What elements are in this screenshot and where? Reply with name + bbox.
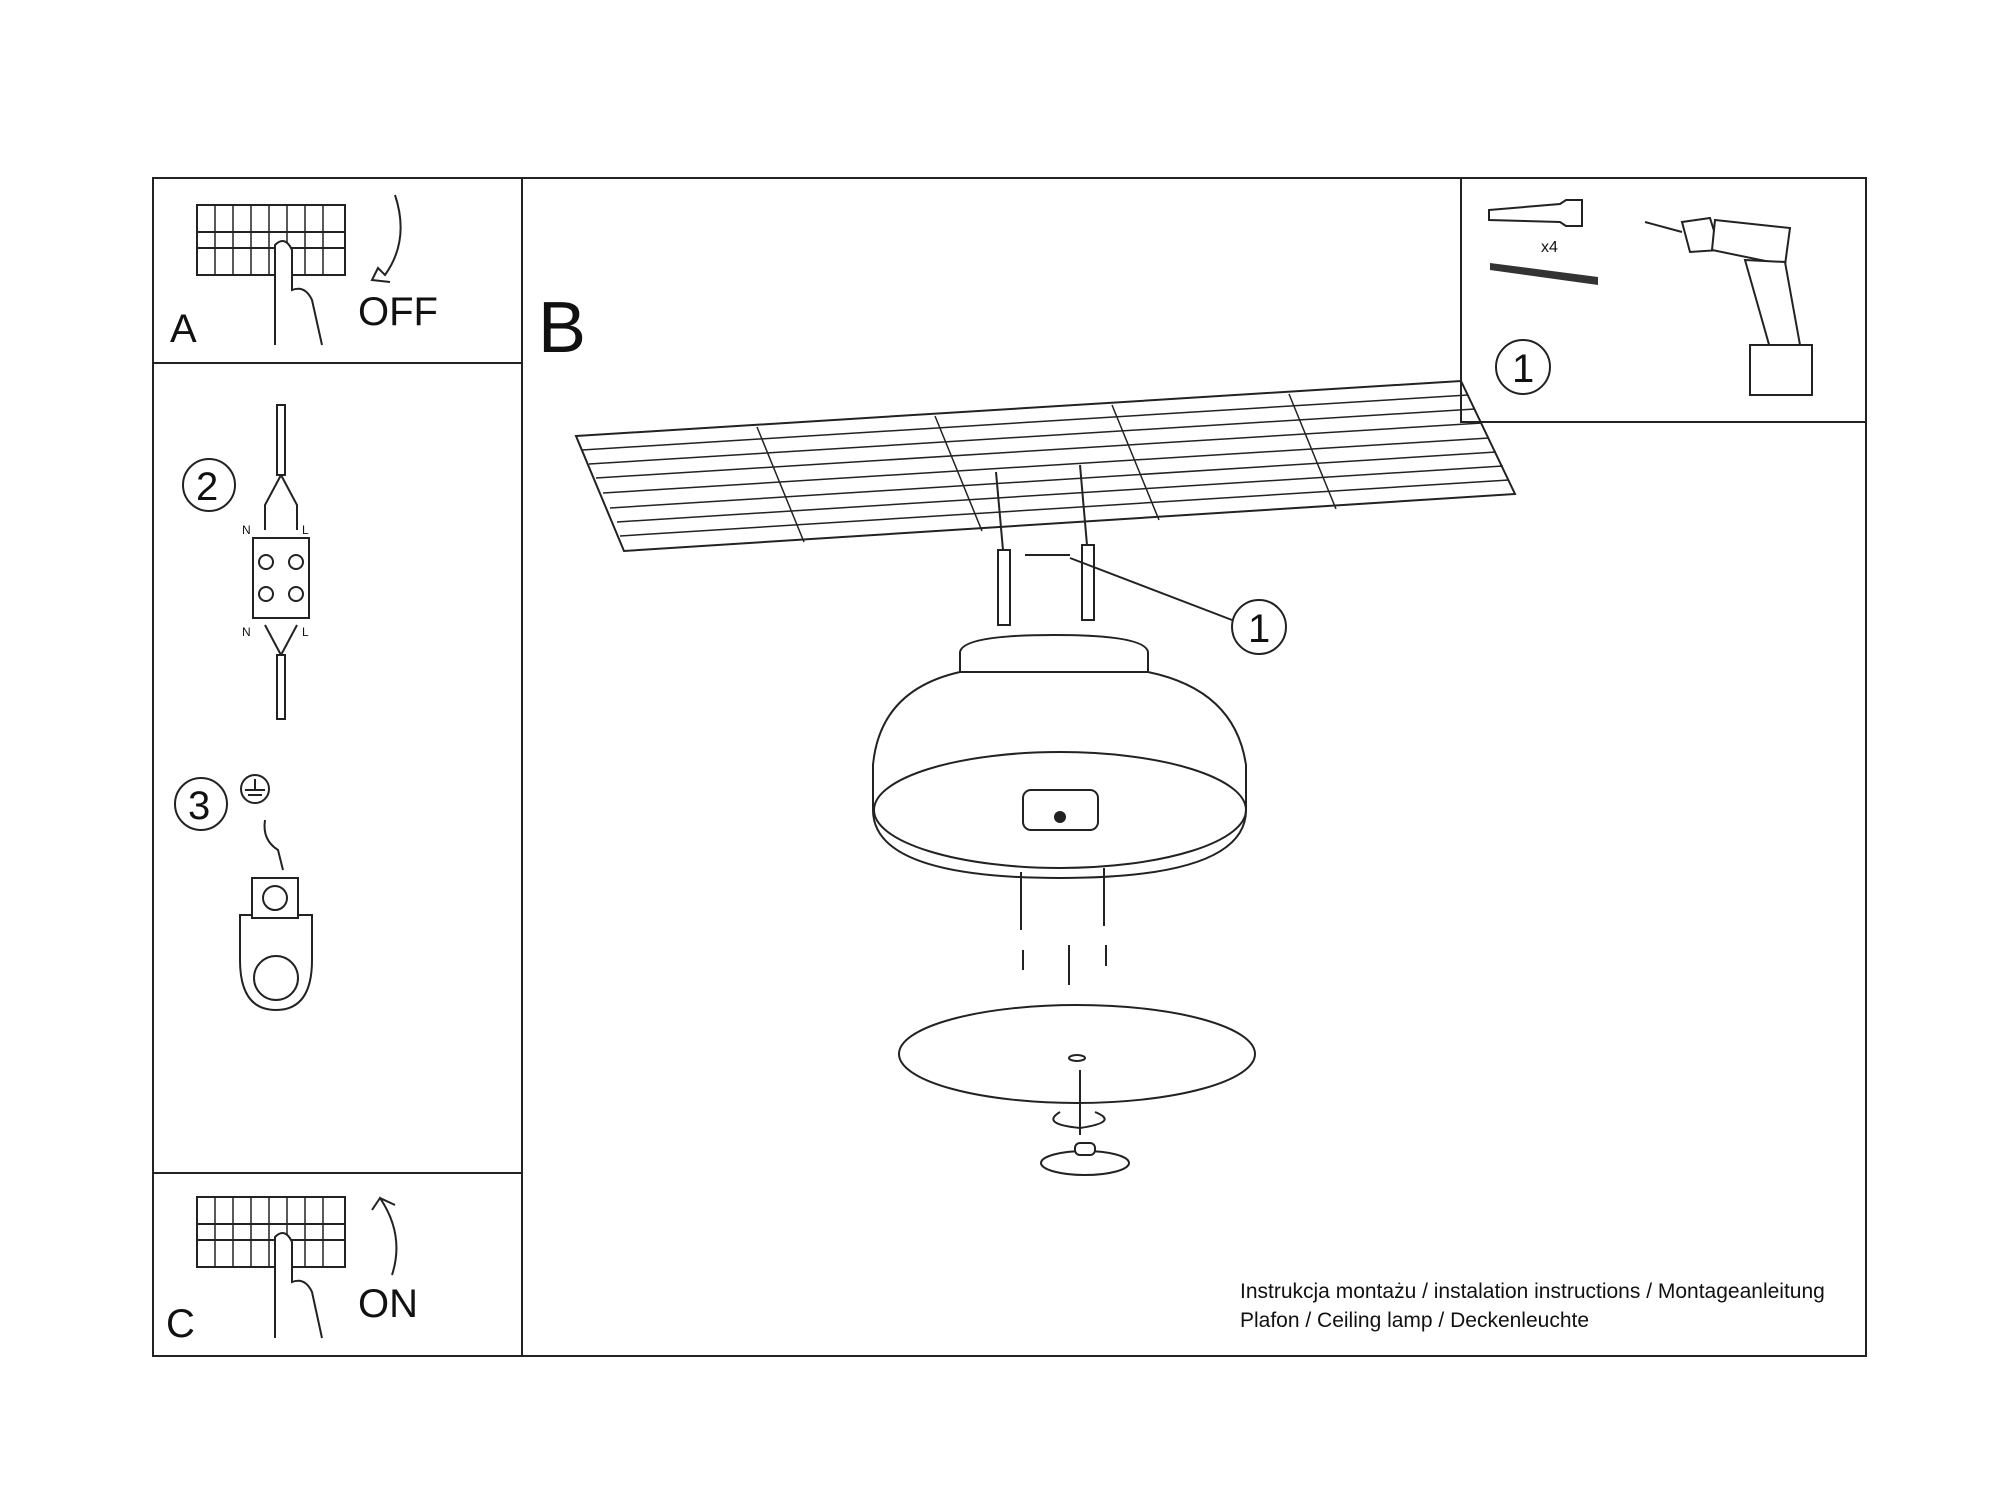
callout-number: 1 [1248,607,1270,651]
step-3-ground: 3 [174,774,313,1012]
screw-icon [1490,263,1598,285]
arrow-down-icon [370,194,402,283]
panel-b-letter: B [538,288,586,368]
hand-icon [274,1232,323,1339]
terminal-block-icon [252,537,310,619]
callout-circle [1231,599,1287,655]
tools-step-number: 1 [1512,347,1534,391]
panel-a-letter: A [170,307,197,351]
panel-c-action: ON [358,1282,418,1326]
footer-line-2: Plafon / Ceiling lamp / Deckenleuchte [1240,1309,1589,1332]
ceiling-plate [574,379,1517,553]
wall-plug-icon [1488,199,1583,227]
fuse-box-icon [196,204,346,276]
hand-icon [274,240,323,346]
panel-a: A OFF [170,194,438,351]
screws [1020,868,1107,985]
arrow-up-icon [371,1196,398,1276]
panel-c: C ON [166,1196,418,1346]
label-l-bottom: L [302,625,309,639]
outer-frame [152,177,1867,1357]
step-2-number: 2 [196,465,218,509]
fuse-box-icon [196,1196,346,1268]
rotate-arrow-icon [1052,1111,1106,1130]
quantity-label: x4 [1541,239,1558,256]
label-n-bottom: N [242,625,251,639]
tools-panel [1460,177,1867,423]
panel-c-letter: C [166,1302,195,1346]
ground-symbol-icon [240,774,270,804]
step-2-wiring: 2 N L N L [182,404,310,720]
ground-terminal-icon [239,914,313,1012]
label-l-top: L [302,523,309,537]
callout-leader-line [1069,557,1233,621]
lamp-body [872,633,1247,880]
wall-plugs [995,464,1233,626]
panel-a-action: OFF [358,290,438,334]
step-3-number: 3 [188,784,210,828]
footer-line-1: Instrukcja montażu / instalation instruc… [1240,1280,1825,1303]
drill-icon [1644,216,1813,396]
label-n-top: N [242,523,251,537]
